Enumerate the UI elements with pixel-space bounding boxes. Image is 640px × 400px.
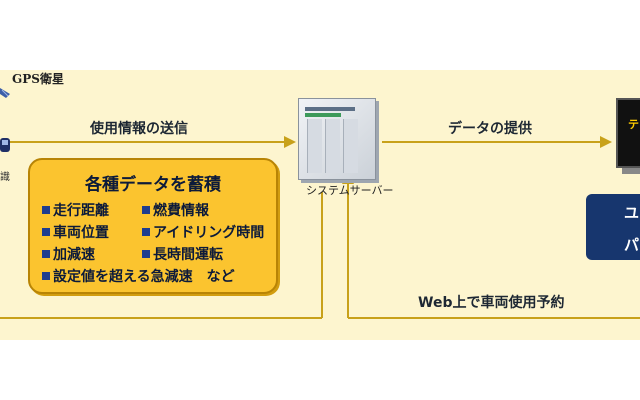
storage-item: 設定値を超える急減速 など [42, 266, 235, 286]
server-screen-icon [298, 98, 376, 180]
storage-item: 長時間運転 [142, 244, 223, 264]
provide-arrowhead [600, 136, 612, 148]
gps-satellite-label: GPS衛星 [12, 72, 64, 86]
left-edge-label: 識 [0, 172, 10, 183]
user-box-text-1: ユ [624, 204, 640, 222]
system-server-label: システムサーバー [306, 184, 394, 197]
bullet-icon [142, 228, 150, 236]
provide-data-label: データの提供 [448, 121, 532, 137]
storage-item: 車両位置 [42, 222, 109, 242]
bullet-icon [42, 206, 50, 214]
satellite-icon [0, 88, 10, 98]
send-usage-label: 使用情報の送信 [90, 121, 188, 137]
bullet-icon [142, 250, 150, 258]
bullet-icon [42, 250, 50, 258]
storage-title: 各種データを蓄積 [85, 175, 221, 195]
send-arrowhead [284, 136, 296, 148]
monitor-screen-text: テ [628, 118, 639, 131]
bullet-icon [142, 206, 150, 214]
user-box: ユ パ [586, 194, 640, 260]
storage-item: 走行距離 [42, 200, 109, 220]
storage-item: アイドリング時間 [142, 222, 264, 242]
bullet-icon [42, 272, 50, 280]
connector-lines [0, 136, 640, 319]
web-reservation-label: Web上で車両使用予約 [418, 295, 565, 311]
monitor-icon: テ [616, 98, 640, 168]
storage-item: 燃費情報 [142, 200, 209, 220]
vehicle-unit-icon [0, 138, 10, 152]
user-box-text-2: パ [624, 236, 640, 254]
diagram-canvas: GPS衛星 識 使用情報の送信 データの提供 Web上で車両使用予約 各種データ… [0, 70, 640, 340]
monitor-stand [622, 168, 640, 174]
storage-item: 加減速 [42, 244, 95, 264]
bullet-icon [42, 228, 50, 236]
data-storage-box: 各種データを蓄積 走行距離 燃費情報 車両位置 アイドリング時間 加減速 長時間… [28, 158, 278, 294]
